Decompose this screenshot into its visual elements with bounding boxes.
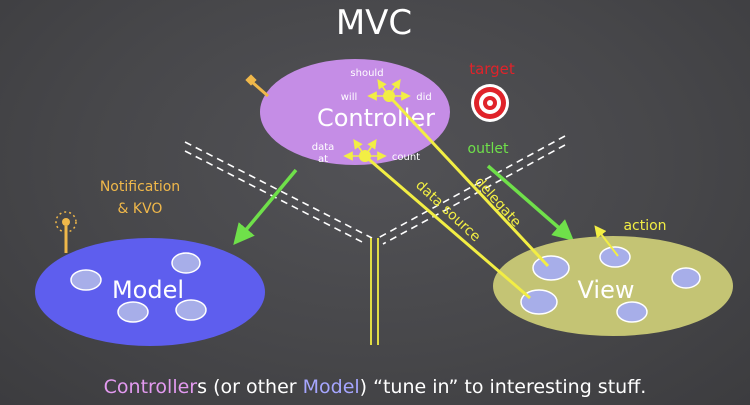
datasource-line: [364, 154, 531, 300]
notification-label-line1: Notification: [100, 179, 180, 195]
delegate-line: [387, 94, 550, 268]
divider-lines: [184, 135, 566, 245]
footer-text-a: s (or other: [197, 376, 302, 398]
delegate-word-will: will: [341, 92, 358, 103]
controller-to-model-arrow: [233, 168, 298, 246]
notification-label-line2: & KVO: [118, 201, 163, 217]
target-icon: [471, 84, 509, 122]
controller-ellipse: [260, 59, 450, 165]
footer-model: Model: [303, 376, 360, 398]
action-label: action: [623, 218, 666, 234]
datasource-word-count: count: [392, 152, 420, 163]
controller-label: Controller: [317, 104, 435, 132]
footer-controller: Controller: [104, 376, 198, 398]
outlet-arrow: [486, 164, 574, 241]
diagram-title: MVC: [336, 3, 412, 43]
model-antenna-icon: [55, 211, 77, 253]
datasource-word-at: at: [318, 154, 328, 165]
model-subviews: [70, 252, 207, 323]
footer-caption: Controllers (or other Model) “tune in” t…: [104, 376, 647, 398]
target-label: target: [469, 60, 515, 78]
model-ellipse: [35, 238, 265, 346]
view-label: View: [578, 276, 635, 304]
controller-antenna-icon: [245, 74, 269, 98]
delegate-word-did: did: [416, 92, 431, 103]
footer-text-b: ) “tune in” to interesting stuff.: [360, 376, 647, 398]
delegate-word-should: should: [350, 68, 383, 79]
outlet-label: outlet: [468, 141, 509, 157]
view-subviews: [520, 246, 701, 323]
model-label: Model: [112, 276, 184, 304]
divider-vertical: [370, 238, 379, 345]
datasource-word-data: data: [312, 142, 335, 153]
action-arrow: [594, 225, 619, 257]
